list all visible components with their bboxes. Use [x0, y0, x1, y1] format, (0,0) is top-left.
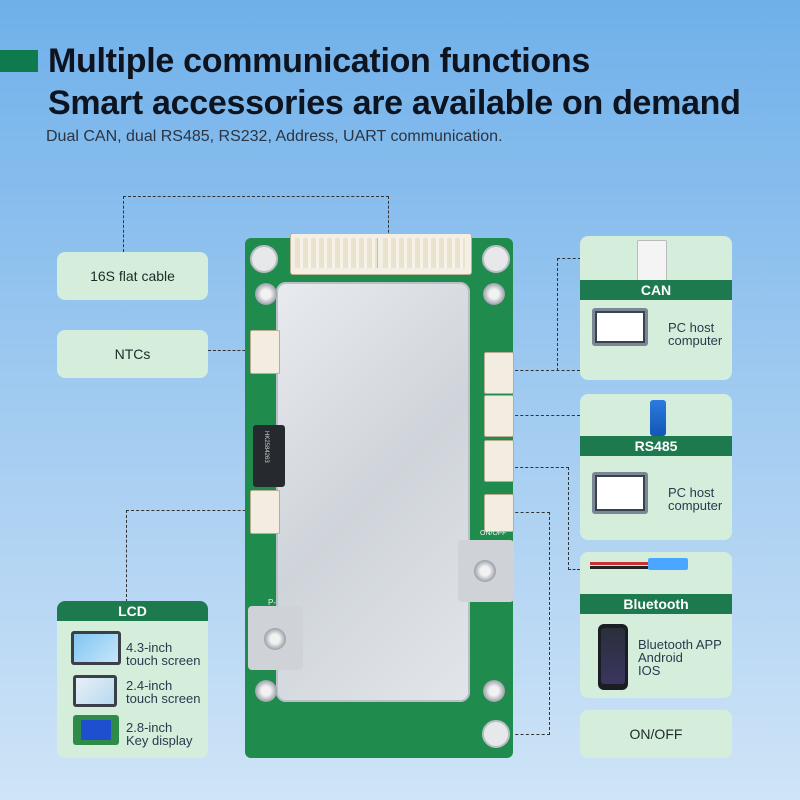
lcd-item-1-type: touch screen — [126, 653, 201, 668]
ntcs-box: NTCs — [57, 330, 208, 378]
onoff-connector-line — [510, 512, 550, 735]
title-line-1: Multiple communication functions — [48, 42, 590, 80]
b-terminal — [458, 540, 514, 602]
title-line-2: Smart accessories are available on deman… — [48, 84, 741, 122]
bt-line1: Bluetooth APP — [638, 637, 722, 652]
lcd-item-3-size: 2.8-inch — [126, 720, 173, 735]
chip-label: HK2584263 — [263, 431, 269, 463]
board-chip: HK2584263 — [253, 425, 285, 487]
mount-hole — [482, 245, 510, 273]
lcd-4-3-image — [71, 631, 121, 665]
rs232-connector — [484, 440, 514, 482]
mount-hole — [250, 245, 278, 273]
rs485-box: RS485 PC host computer — [580, 394, 732, 540]
lcd-item-3-type: Key display — [126, 733, 193, 748]
rs485-pc-text: PC host computer — [668, 486, 722, 512]
lcd-2-4-image — [73, 675, 117, 707]
can-adapter-image — [637, 240, 667, 284]
can-pc-line1: PC host — [668, 320, 715, 335]
pc-icon — [592, 308, 648, 346]
title-accent-bar — [0, 50, 38, 72]
lcd-connector — [250, 490, 280, 534]
can-connector-h — [510, 258, 580, 371]
phone-icon — [598, 624, 628, 690]
lcd-item-3: 2.8-inch Key display — [126, 721, 192, 747]
lcd-item-2: 2.4-inch touch screen — [126, 679, 200, 705]
onoff-connector — [484, 494, 514, 532]
onoff-silkscreen: ON/OFF — [480, 530, 507, 537]
lcd-item-1: 4.3-inch touch screen — [126, 641, 200, 667]
rs485-adapter-image — [650, 400, 666, 436]
ntc-connector — [250, 330, 280, 374]
terminal-screw — [264, 628, 286, 650]
lcd-header: LCD — [57, 601, 208, 621]
screw — [483, 680, 505, 702]
rs485-pc-line2: computer — [668, 498, 723, 513]
bluetooth-module-image — [590, 554, 690, 572]
bluetooth-box: Bluetooth Bluetooth APP Android IOS — [580, 552, 732, 698]
can-header: CAN — [580, 280, 732, 300]
rs485-connector-line — [510, 415, 580, 416]
lcd-item-2-type: touch screen — [126, 691, 201, 706]
ntcs-label: NTCs — [114, 346, 151, 362]
flat-cable-label: 16S flat cable — [90, 268, 175, 284]
mount-hole — [482, 720, 510, 748]
can-connector-v — [557, 258, 581, 371]
bluetooth-connector-v — [510, 467, 569, 570]
lcd-2-8-image — [73, 715, 119, 745]
can-pc-line2: computer — [668, 333, 723, 348]
onoff-box: ON/OFF — [580, 710, 732, 758]
rs485-pc-line1: PC host — [668, 485, 715, 500]
screw — [255, 283, 277, 305]
bluetooth-connector-h — [568, 569, 580, 570]
ntc-connector-line — [208, 350, 260, 351]
lcd-item-1-size: 4.3-inch — [126, 640, 173, 655]
can-box: CAN PC host computer — [580, 236, 732, 380]
heatsink — [276, 282, 470, 702]
rs485-header: RS485 — [580, 436, 732, 456]
terminal-screw — [474, 560, 496, 582]
flat-cable-box: 16S flat cable — [57, 252, 208, 300]
lcd-box: LCD 4.3-inch touch screen 2.4-inch touch… — [57, 601, 208, 758]
flat-cable-connector — [290, 233, 472, 275]
can-connector — [484, 352, 514, 394]
screw — [483, 283, 505, 305]
flat-cable-connector-line — [123, 196, 389, 252]
page-title: Multiple communication functions Smart a… — [48, 40, 741, 124]
bluetooth-app-text: Bluetooth APP Android IOS — [638, 638, 722, 677]
screw — [255, 680, 277, 702]
lcd-connector-line — [126, 510, 261, 602]
lcd-item-2-size: 2.4-inch — [126, 678, 173, 693]
rs485-connector — [484, 395, 514, 437]
page-subtitle: Dual CAN, dual RS485, RS232, Address, UA… — [46, 128, 503, 145]
bluetooth-header: Bluetooth — [580, 594, 732, 614]
onoff-label: ON/OFF — [629, 726, 683, 742]
bt-line2: Android — [638, 650, 683, 665]
p-minus-silkscreen: P- — [268, 598, 276, 607]
pc-icon — [592, 472, 648, 514]
bt-line3: IOS — [638, 663, 661, 678]
can-pc-text: PC host computer — [668, 321, 722, 347]
p-terminal — [248, 606, 303, 670]
